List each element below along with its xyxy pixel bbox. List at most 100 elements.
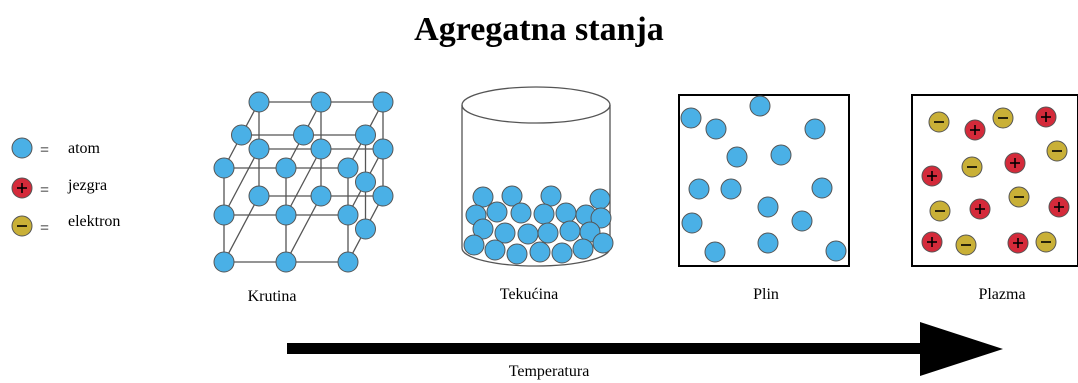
atom-particle [589, 188, 611, 210]
temperature-label: Temperatura [509, 363, 590, 380]
atom-particle [293, 124, 314, 146]
atom-particle [726, 146, 748, 168]
atom-particle [355, 124, 376, 146]
liquid-container [461, 86, 614, 267]
atom-particle [372, 185, 394, 207]
atom-particle [757, 196, 779, 218]
atom-particle [804, 118, 826, 140]
electron-particle [961, 156, 983, 178]
atom-particle [337, 204, 359, 226]
atom-particle [551, 242, 573, 264]
atom-particle [825, 240, 847, 262]
electron-particle [928, 111, 950, 133]
liquid-particles [463, 185, 614, 265]
atom-particle [463, 234, 485, 256]
atom-particle [213, 251, 235, 273]
atom-particle [506, 243, 528, 265]
atom-particle [248, 138, 270, 160]
atom-particle [231, 124, 252, 146]
electron-particle [992, 107, 1014, 129]
atom-particle [592, 232, 614, 254]
atom-particle [337, 251, 359, 273]
atom-particle [501, 185, 523, 207]
legend-label-nucleus: jezgra [67, 177, 107, 194]
atom-particle [355, 171, 376, 193]
atom-particle-icon [11, 137, 33, 159]
legend-item-atom: = atom [11, 137, 101, 159]
atom-particle [310, 138, 332, 160]
atom-particle [533, 203, 555, 225]
electron-particle [1008, 186, 1030, 208]
atom-particle [248, 185, 270, 207]
plasma-particles [921, 106, 1070, 256]
atom-particle [337, 157, 359, 179]
legend-equals: = [40, 220, 49, 237]
plasma-container [911, 94, 1078, 267]
legend-item-nucleus: = jezgra [11, 177, 107, 199]
atom-particle [540, 185, 562, 207]
nucleus-particle [921, 165, 943, 187]
atom-particle [472, 186, 494, 208]
legend-equals: = [40, 142, 49, 159]
state-label-liquid: Tekućina [500, 286, 558, 303]
gas-container [678, 94, 850, 267]
atom-particle [310, 185, 332, 207]
nucleus-particle [1007, 232, 1029, 254]
atom-particle [720, 178, 742, 200]
legend-item-electron: = elektron [11, 213, 120, 237]
nucleus-particle [969, 198, 991, 220]
legend-label-electron: elektron [68, 213, 120, 230]
atom-particle [688, 178, 710, 200]
electron-particle [929, 200, 951, 222]
nucleus-particle [921, 231, 943, 253]
nucleus-particle [1048, 196, 1070, 218]
atom-particle [590, 207, 612, 229]
electron-particle [955, 234, 977, 256]
atom-particle [275, 204, 297, 226]
atom-particle [791, 210, 813, 232]
electron-particle [1035, 231, 1057, 253]
legend: = atom = jezgra = elektron [11, 137, 120, 237]
solid-lattice [213, 91, 394, 273]
state-label-solid: Krutina [248, 288, 297, 305]
atom-particle [372, 91, 394, 113]
atom-particle [811, 177, 833, 199]
atom-particle [680, 107, 702, 129]
legend-label-atom: atom [68, 140, 101, 157]
atom-particle [372, 138, 394, 160]
atom-particle [213, 204, 235, 226]
state-label-gas: Plin [753, 286, 779, 303]
atom-particle [705, 118, 727, 140]
state-label-plasma: Plazma [978, 286, 1025, 303]
nucleus-particle [964, 119, 986, 141]
atom-particle [494, 222, 516, 244]
electron-particle [1046, 140, 1068, 162]
atom-particle [248, 91, 270, 113]
atom-particle [681, 212, 703, 234]
atom-particle [770, 144, 792, 166]
temperature-arrow [287, 322, 1003, 376]
diagram-title: Agregatna stanja [414, 11, 664, 48]
atom-particle [310, 91, 332, 113]
atom-particle [275, 157, 297, 179]
nucleus-particle [1035, 106, 1057, 128]
atom-particle [559, 220, 581, 242]
atom-particle [537, 222, 559, 244]
legend-equals: = [40, 182, 49, 199]
atom-particle [529, 241, 551, 263]
atom-particle [555, 202, 577, 224]
atom-particle [486, 201, 508, 223]
atom-particle [572, 238, 594, 260]
atom-particle [517, 223, 539, 245]
atom-particle [749, 95, 771, 117]
atom-particle [472, 218, 494, 240]
atom-particle [757, 232, 779, 254]
atom-particle [484, 239, 506, 261]
atom-particle [510, 202, 532, 224]
atom-particle [213, 157, 235, 179]
gas-particles [680, 95, 847, 263]
nucleus-particle [1004, 152, 1026, 174]
atom-particle [275, 251, 297, 273]
atom-particle [704, 241, 726, 263]
